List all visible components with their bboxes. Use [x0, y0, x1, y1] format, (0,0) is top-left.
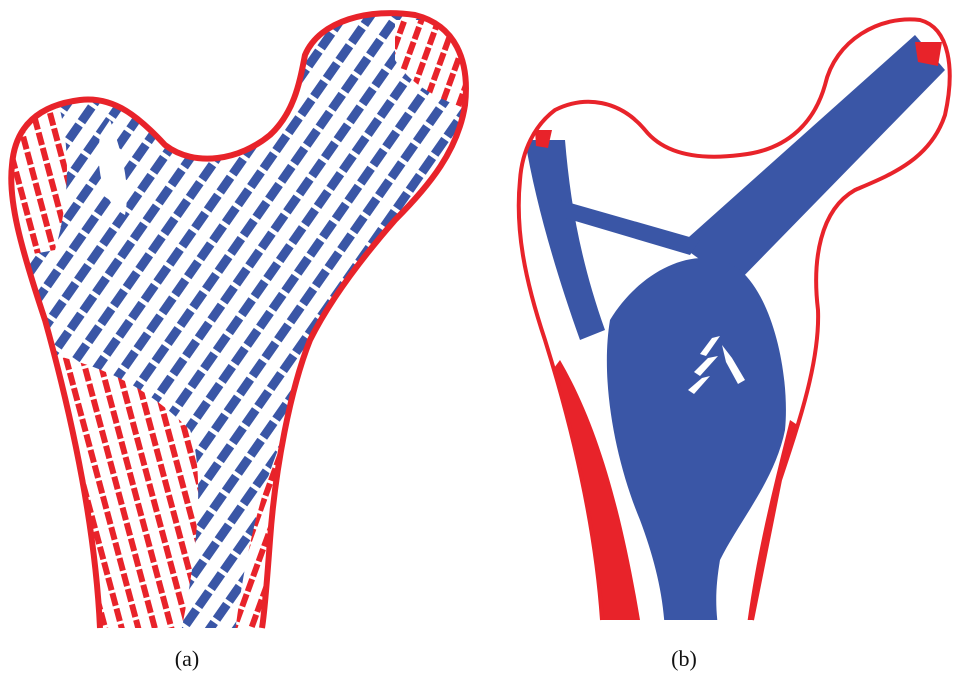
caption-b: (b)	[644, 646, 724, 672]
caption-a: (a)	[147, 646, 227, 672]
femur-a-svg	[0, 0, 480, 680]
panel-b	[480, 0, 954, 680]
femur-b-svg	[480, 0, 954, 680]
panel-a: (a)	[0, 0, 480, 680]
blue-neck-strut	[680, 35, 945, 285]
material-distribution-b	[525, 35, 945, 640]
